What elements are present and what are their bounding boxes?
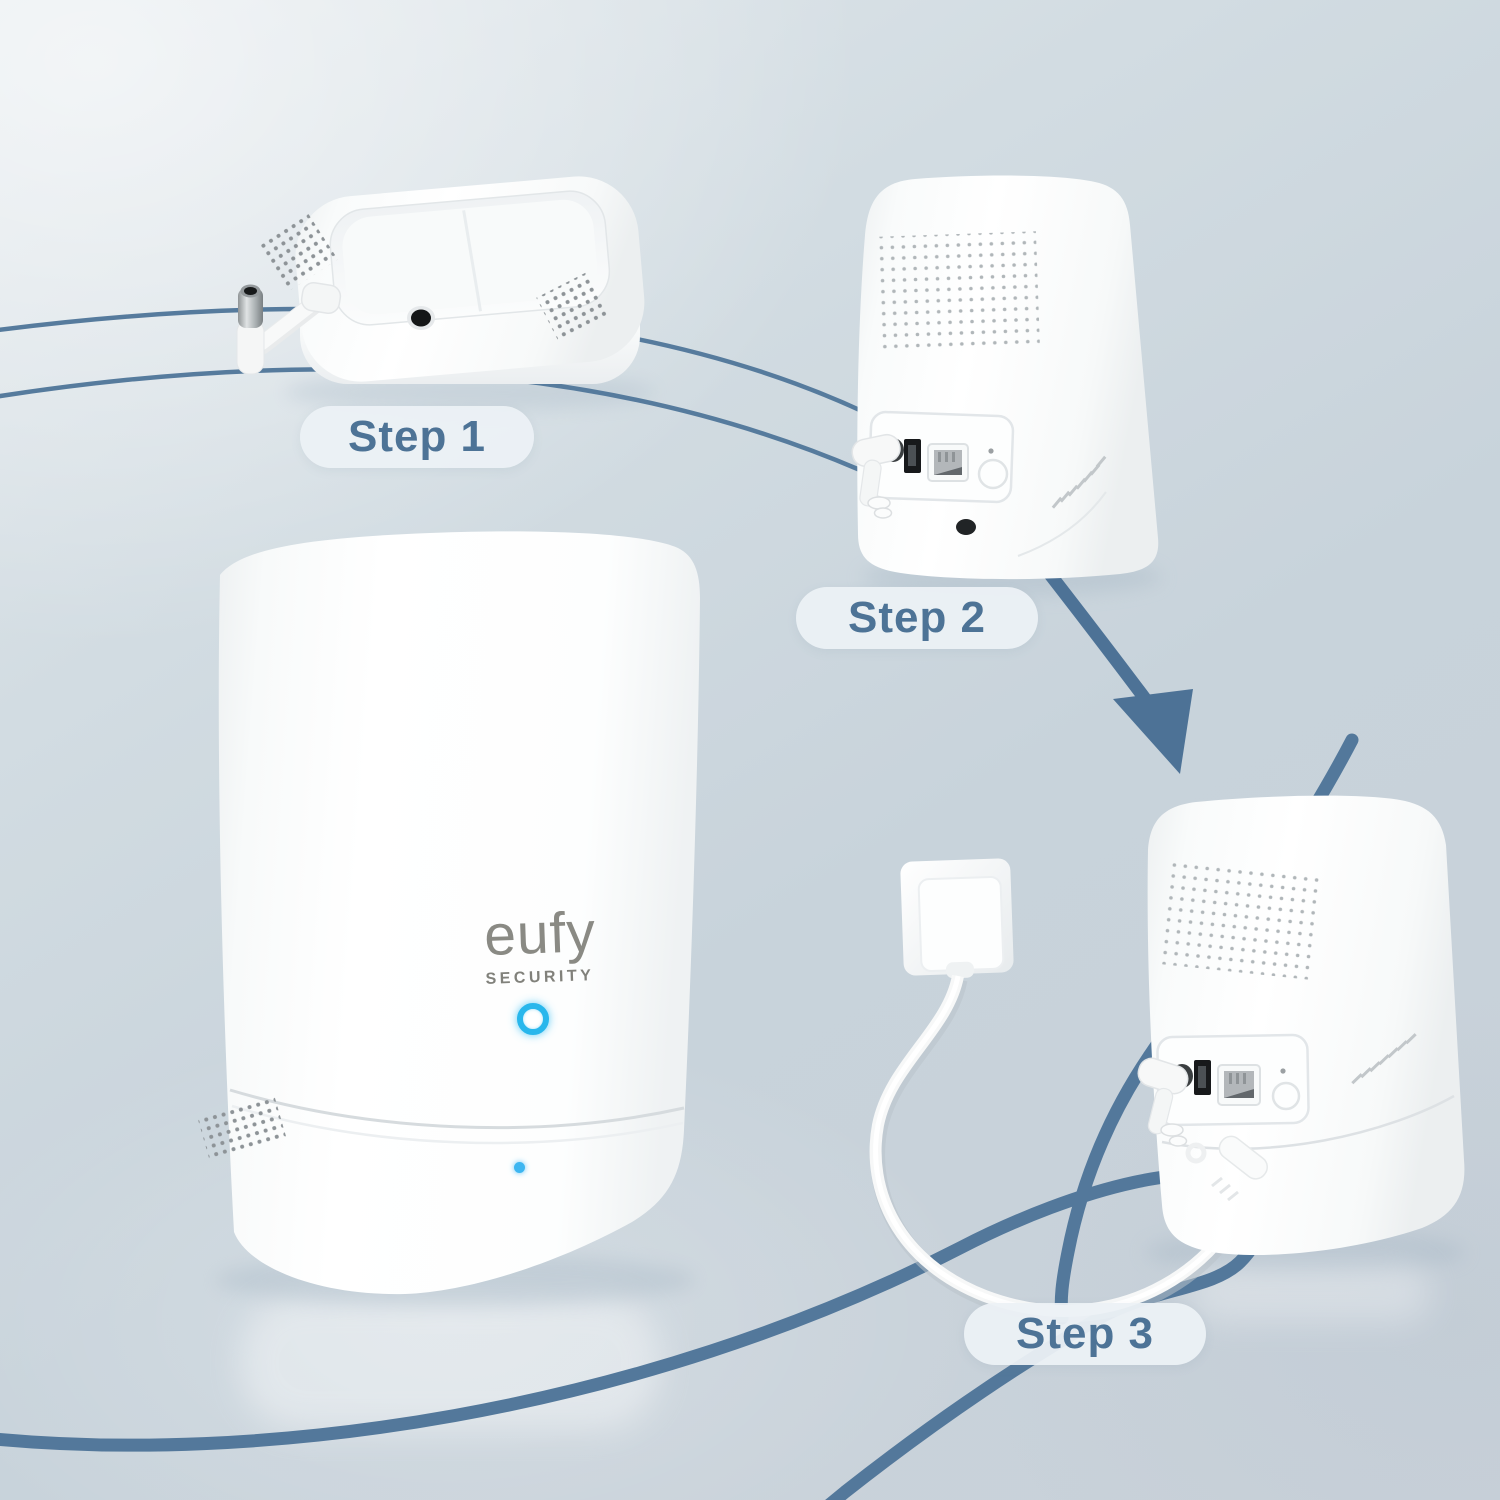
step2-usb-tongue	[908, 445, 916, 466]
step2-homebase-rear-device	[851, 175, 1159, 580]
main-device-reflection	[240, 1295, 660, 1430]
main-seam-highlight	[231, 1104, 684, 1145]
step1-vent-grid-left	[258, 214, 338, 292]
flow-arrow-head	[1113, 689, 1193, 774]
step1-cable-nub	[300, 282, 342, 314]
step3-cable-loop	[1185, 1142, 1207, 1164]
step3-sync-button	[1271, 1081, 1301, 1111]
step-1-label: Step 1	[347, 412, 487, 461]
step1-dc-jack-hole	[411, 309, 431, 327]
step2-vent-grid	[878, 231, 1040, 353]
step1-tray-inner	[342, 199, 598, 315]
step2-seam	[1017, 491, 1107, 557]
brand-logo: eufy	[483, 900, 597, 968]
step1-vent-grid-right	[536, 271, 610, 341]
step3-usb-tongue	[1198, 1066, 1206, 1088]
step-1-label-pill: Step 1	[300, 406, 534, 468]
wall-plug	[900, 858, 1014, 979]
step3-cable-connector	[1211, 1135, 1268, 1202]
step2-bottom-hole	[956, 519, 976, 535]
step1-dc-connector	[236, 282, 342, 375]
step3-homebase-plugged-device	[869, 795, 1465, 1323]
main-seam-line	[229, 1088, 685, 1130]
step3-ethernet-port	[1217, 1064, 1261, 1106]
main-homebase-device	[197, 531, 700, 1295]
main-vent-grid	[197, 1095, 287, 1161]
status-led-dot	[514, 1162, 525, 1173]
step-2-label: Step 2	[847, 593, 987, 642]
step2-ethernet-port	[927, 443, 969, 482]
dc-plug-body	[236, 319, 265, 375]
step3-vent-grid	[1156, 860, 1320, 980]
step-2-label-pill: Step 2	[796, 587, 1038, 649]
step3-reflection	[1190, 1262, 1430, 1322]
main-body	[218, 531, 700, 1295]
step3-cable-ribs	[1211, 1176, 1239, 1202]
step1-adapter-device	[236, 176, 645, 384]
step3-dc-plug	[1137, 1057, 1207, 1164]
step3-reset-hole	[1280, 1068, 1286, 1074]
step-3-label: Step 3	[1015, 1309, 1155, 1358]
step3-side-vents	[1351, 1033, 1417, 1085]
wall-plug-body	[917, 875, 1005, 973]
step2-side-vents	[1051, 455, 1107, 509]
step2-reset-hole	[988, 448, 994, 454]
dc-plug-barrel	[238, 288, 263, 328]
step1-tray-crease	[462, 210, 482, 312]
step2-sync-button	[977, 458, 1009, 490]
status-led-ring	[517, 1003, 549, 1035]
step2-dc-plug	[851, 433, 901, 519]
dc-plug-tip	[244, 287, 257, 295]
step-3-label-pill: Step 3	[964, 1303, 1206, 1365]
wall-plug-nub	[945, 961, 975, 979]
